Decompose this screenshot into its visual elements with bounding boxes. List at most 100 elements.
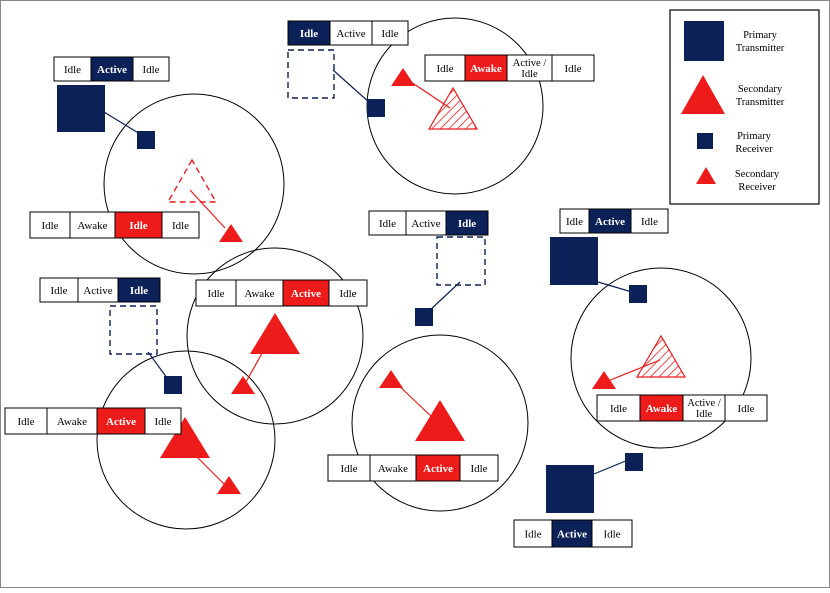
status-cell-box: [724, 394, 768, 422]
status-cell-box: [161, 211, 200, 239]
status-cell-label: Active: [595, 216, 625, 228]
status-cell-box: [144, 407, 182, 435]
status-cell-label: Idle: [610, 403, 627, 415]
status-cell: Idle: [287, 20, 331, 46]
status-cell-box: [464, 54, 508, 82]
status-cell-label: Active: [336, 28, 365, 40]
status-cell: Idle: [39, 277, 79, 303]
status-cell: Active: [329, 20, 373, 46]
status-cell-box: [639, 394, 684, 422]
status-cell-box: [195, 279, 237, 307]
status-cell-box: [117, 277, 161, 303]
status-cell-label: Idle: [130, 285, 148, 297]
primary-transmitter-icon: [109, 305, 158, 355]
legend-label-secondary-transmitter-line1: Secondary: [738, 84, 783, 95]
status-cell-label: Active: [423, 463, 453, 475]
status-cell: Active: [282, 279, 330, 307]
status-cell-box: [405, 210, 447, 236]
status-cell-label: Idle: [566, 216, 583, 228]
status-cell: Idle: [445, 210, 489, 236]
status-cell: Active /Idle: [682, 394, 726, 422]
status-cell-box: [39, 277, 79, 303]
status-cell: Active: [551, 519, 593, 548]
status-cell-label: Active: [106, 416, 136, 428]
status-cell-label: Idle: [524, 529, 541, 541]
primary-link: [597, 281, 633, 293]
secondary-transmitters: [160, 86, 687, 458]
status-cell-label: Idle: [379, 218, 396, 230]
status-cell: Idle: [327, 454, 371, 482]
status-cell-box: [591, 519, 633, 548]
status-cell-label: Active: [97, 64, 127, 76]
secondary-link: [189, 189, 226, 229]
status-cell-label: Idle: [172, 220, 189, 232]
coverage-circle: [186, 247, 364, 425]
status-cell-label: Active: [291, 288, 321, 300]
secondary-receiver-icon: [592, 371, 616, 389]
status-cell: Idle: [114, 211, 163, 239]
status-bar: Idle Active Idle: [287, 20, 409, 46]
status-cell-box: [132, 56, 170, 82]
status-cell-box: [29, 211, 71, 239]
status-cell-label: Idle: [154, 416, 171, 428]
secondary-receivers: [217, 68, 616, 494]
status-cell-label: Active: [557, 529, 587, 541]
status-cell-box: [596, 394, 641, 422]
status-cell-label: Idle: [129, 220, 147, 232]
primary-receiver-icon: [625, 453, 643, 471]
status-cell-label: Idle: [564, 63, 581, 75]
status-cell: Awake: [639, 394, 684, 422]
coverage-circle: [103, 93, 285, 275]
secondary-receiver-icon: [391, 68, 415, 86]
primary-receiver-icon: [164, 376, 182, 394]
status-cell-box: [328, 279, 368, 307]
legend-label-primary-receiver-line2: Receiver: [735, 144, 773, 155]
status-cell-box: [69, 211, 116, 239]
legend-label-secondary-transmitter-line2: Transmitter: [736, 97, 785, 108]
primary-transmitter-icon: [684, 21, 724, 61]
status-cell-label: Idle: [603, 529, 620, 541]
status-cell-label: Idle: [17, 416, 34, 428]
status-cell-label: Idle: [381, 28, 398, 40]
status-cell: Idle: [630, 208, 669, 234]
status-cell-label: Idle: [458, 218, 476, 230]
status-cell-label: Idle: [300, 28, 318, 40]
status-cell-label: Idle: [64, 64, 81, 76]
secondary-receiver-icon: [696, 167, 716, 184]
secondary-receiver-icon: [219, 224, 243, 242]
status-cell: Idle: [117, 277, 161, 303]
status-cell-label: Idle: [641, 216, 658, 228]
status-cell: Idle: [559, 208, 590, 234]
primary-receiver-icon: [629, 285, 647, 303]
status-cell: Awake: [464, 54, 508, 82]
status-cell: Active: [405, 210, 447, 236]
status-cell-box: [424, 54, 466, 82]
status-cell-box: [513, 519, 553, 548]
status-cell-label: Idle: [207, 288, 224, 300]
status-cell: Awake: [369, 454, 417, 482]
status-cell-box: [445, 210, 489, 236]
coverage-circle: [96, 350, 276, 530]
primary-transmitter-icon: [436, 236, 486, 286]
status-cell-label: Active: [411, 218, 440, 230]
status-cell-box: [368, 210, 407, 236]
secondary-transmitter-icon: [166, 158, 218, 203]
primary-receiver-icon: [697, 133, 713, 149]
coverage-circle: [570, 267, 752, 449]
status-cell: Idle: [53, 56, 92, 82]
status-cell-box: [90, 56, 134, 82]
status-cell-label: Idle: [436, 63, 453, 75]
status-cell: Idle: [144, 407, 182, 435]
status-cell-label: Idle: [50, 285, 67, 297]
primary-transmitter-icon: [57, 85, 105, 132]
secondary-transmitter-icon: [635, 334, 687, 378]
status-cell-box: [682, 394, 726, 422]
status-cell-label: Idle: [339, 288, 356, 300]
primary-transmitter-icon: [550, 237, 598, 285]
status-cell: Idle: [459, 454, 499, 482]
